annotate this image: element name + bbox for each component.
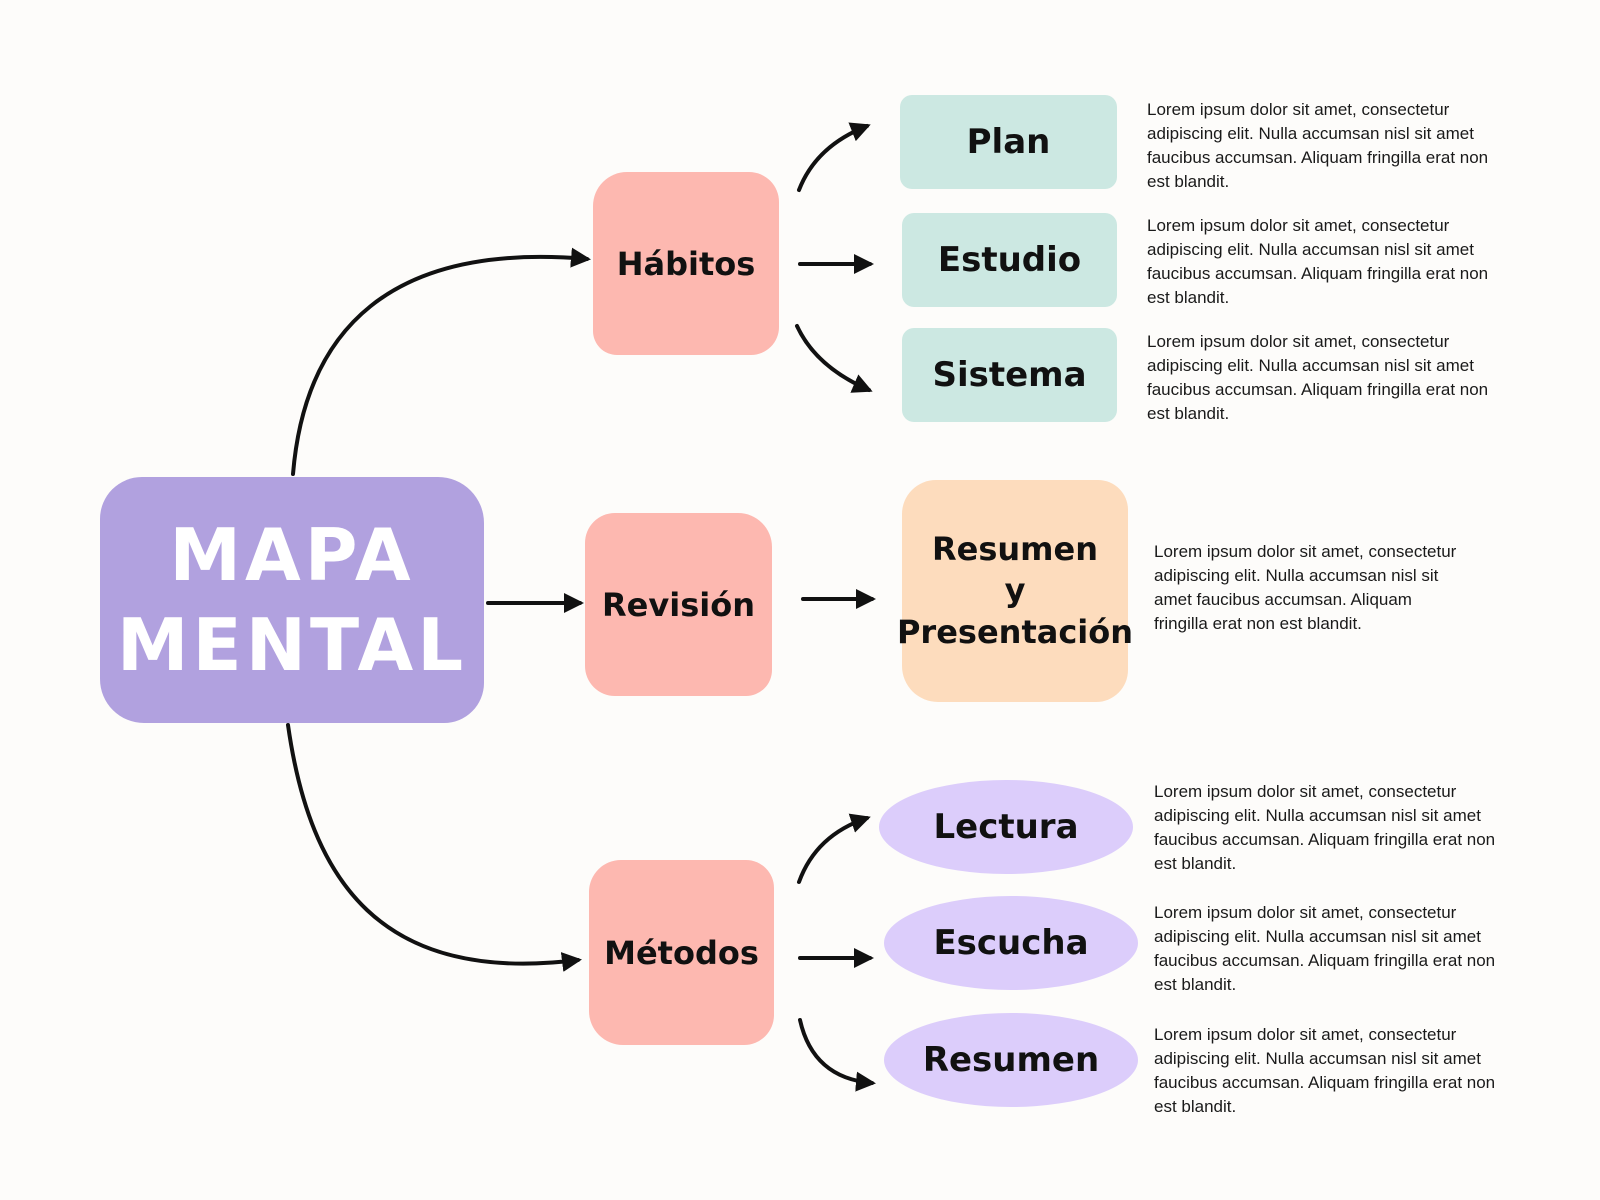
node-sistema-label: Sistema bbox=[932, 355, 1087, 395]
node-estudio-label: Estudio bbox=[937, 240, 1082, 280]
node-habitos: Hábitos bbox=[593, 172, 779, 355]
node-lectura-label: Lectura bbox=[933, 807, 1079, 847]
node-resumen-presentacion-line3: Presentación bbox=[896, 612, 1134, 651]
node-resumen-presentacion-line1: Resumen bbox=[932, 529, 1098, 568]
description-resumen: Lorem ipsum dolor sit amet, consectetur … bbox=[1154, 1025, 1496, 1116]
connector-metodos-lectura bbox=[797, 813, 871, 884]
node-habitos-label: Hábitos bbox=[616, 244, 756, 283]
central-title-line1: MAPA bbox=[169, 513, 415, 597]
description-plan: Lorem ipsum dolor sit amet, consectetur … bbox=[1147, 100, 1489, 191]
node-resumen-label: Resumen bbox=[922, 1040, 1100, 1080]
node-estudio: Estudio bbox=[902, 213, 1117, 307]
connector-habitos-plan bbox=[797, 122, 871, 192]
connector-habitos-sistema bbox=[795, 324, 873, 393]
node-escucha-label: Escucha bbox=[933, 923, 1089, 963]
description-lectura: Lorem ipsum dolor sit amet, consectetur … bbox=[1154, 782, 1496, 873]
connector-metodos-resumen bbox=[798, 1018, 876, 1092]
node-lectura: Lectura bbox=[879, 780, 1133, 874]
node-metodos-label: Métodos bbox=[604, 933, 759, 972]
node-revision: Revisión bbox=[585, 513, 772, 696]
node-resumen-presentacion: Resumen y Presentación bbox=[897, 480, 1133, 702]
node-resumen-presentacion-line2: y bbox=[1004, 571, 1026, 610]
node-plan-label: Plan bbox=[966, 122, 1051, 162]
description-sistema: Lorem ipsum dolor sit amet, consectetur … bbox=[1147, 332, 1489, 423]
central-node: MAPA MENTAL bbox=[100, 477, 484, 723]
connector-central-metodos bbox=[286, 723, 582, 972]
description-estudio: Lorem ipsum dolor sit amet, consectetur … bbox=[1147, 216, 1489, 307]
description-escucha: Lorem ipsum dolor sit amet, consectetur … bbox=[1154, 903, 1496, 994]
node-revision-label: Revisión bbox=[602, 585, 755, 624]
description-resumen-presentacion: Lorem ipsum dolor sit amet, consectetur … bbox=[1154, 542, 1457, 633]
connector-central-habitos bbox=[291, 247, 591, 476]
node-resumen: Resumen bbox=[884, 1013, 1138, 1107]
node-plan: Plan bbox=[900, 95, 1117, 189]
node-escucha: Escucha bbox=[884, 896, 1138, 990]
central-title-line2: MENTAL bbox=[116, 603, 468, 687]
node-metodos: Métodos bbox=[589, 860, 774, 1045]
node-sistema: Sistema bbox=[902, 328, 1117, 422]
